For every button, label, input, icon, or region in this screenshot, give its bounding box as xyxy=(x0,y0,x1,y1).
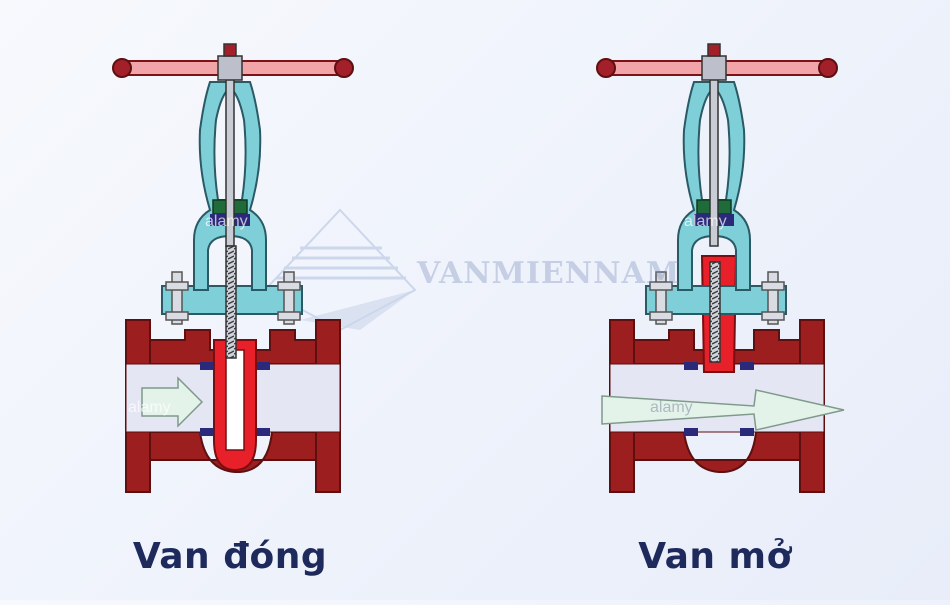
seat xyxy=(740,362,754,370)
seat xyxy=(684,428,698,436)
stem-nut xyxy=(707,43,721,57)
seat xyxy=(256,428,270,436)
seat xyxy=(256,362,270,370)
handwheel-end xyxy=(334,58,354,78)
closed-valve-drawing xyxy=(112,43,354,493)
flow-arrow xyxy=(601,389,845,431)
gate-slot xyxy=(225,349,245,451)
stem-nut xyxy=(223,43,237,57)
yoke xyxy=(677,81,751,291)
handwheel-hub xyxy=(701,55,727,81)
bolt xyxy=(649,271,673,325)
stock-watermark: alamy xyxy=(684,213,727,230)
bolt xyxy=(761,271,785,325)
open-valve-caption: Van mở xyxy=(638,536,792,577)
brand-watermark: VANMIENNAM xyxy=(417,256,681,291)
seat xyxy=(684,362,698,370)
seat xyxy=(740,428,754,436)
seat xyxy=(200,362,214,370)
stock-watermark: alamy xyxy=(205,213,248,230)
open-valve-drawing xyxy=(596,43,845,493)
stock-watermark: alamy xyxy=(650,399,693,416)
body-bottom-wall xyxy=(633,431,801,473)
handwheel-end xyxy=(596,58,616,78)
seat xyxy=(200,428,214,436)
bolt xyxy=(277,271,301,325)
handwheel-hub xyxy=(217,55,243,81)
threaded-stem xyxy=(225,245,237,359)
handwheel-end xyxy=(112,58,132,78)
closed-valve-caption: Van đóng xyxy=(132,536,328,577)
handwheel-end xyxy=(818,58,838,78)
threaded-stem xyxy=(709,261,721,363)
flow-arrow xyxy=(141,376,204,428)
bolt xyxy=(165,271,189,325)
stock-watermark: alamy xyxy=(128,399,171,416)
